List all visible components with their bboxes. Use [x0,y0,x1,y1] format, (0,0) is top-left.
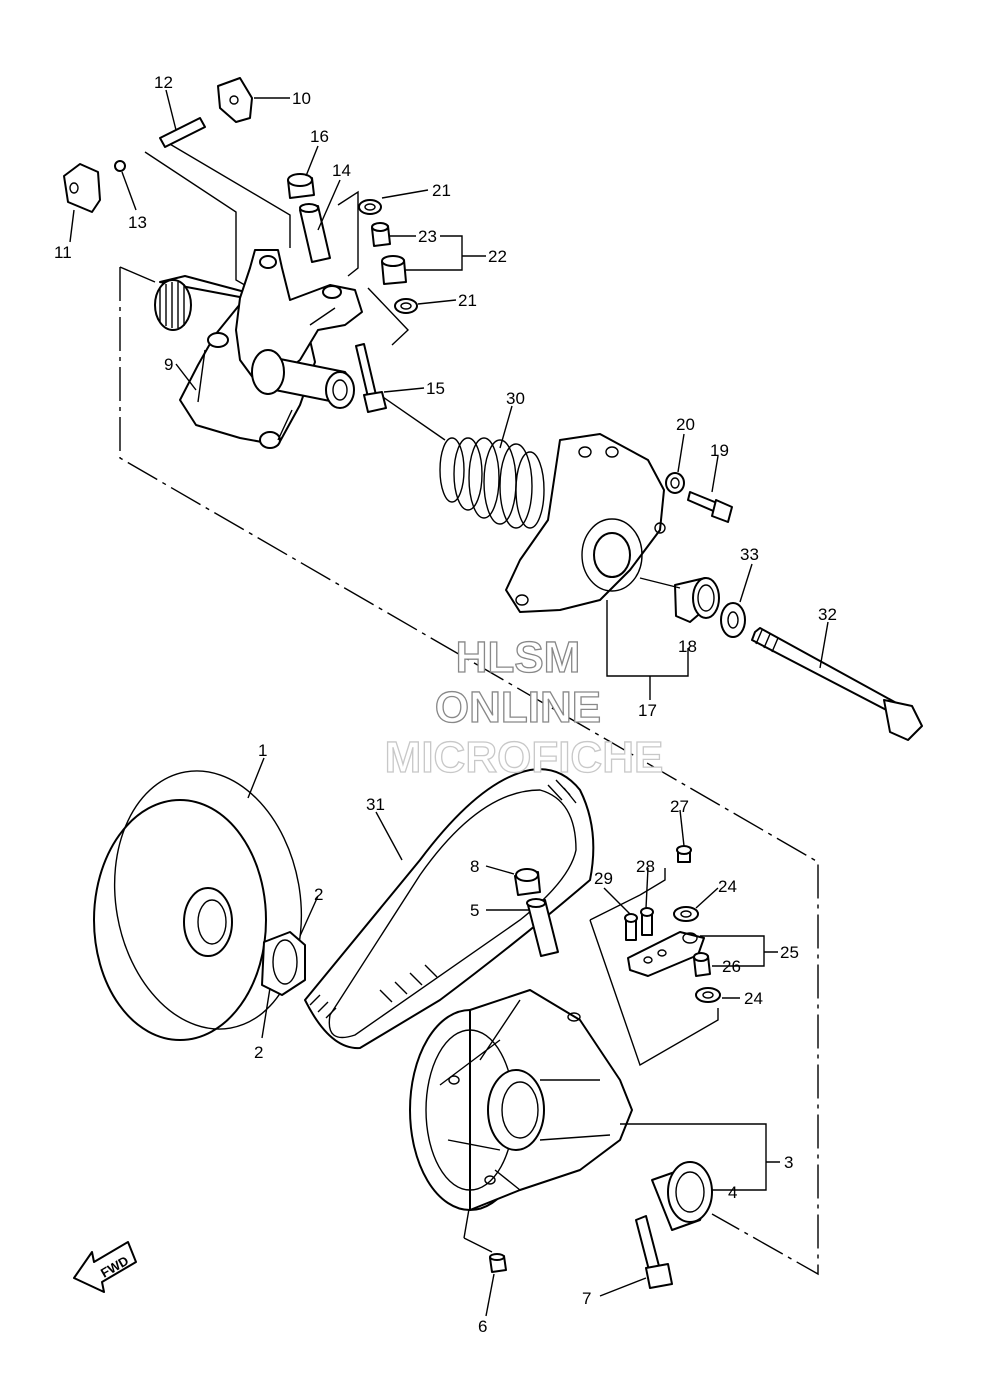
clip-2 [261,931,306,996]
watermark-line3: MICROFICHE [385,733,664,782]
washer-24-bottom [695,987,721,1003]
callout-28: 28 [636,857,655,876]
callout-15: 15 [426,379,445,398]
weight-11 [63,163,101,213]
callout-10: 10 [292,89,311,108]
pin-12 [159,117,206,148]
callout-9: 9 [164,355,173,374]
sliding-sheave-1 [93,770,303,1041]
callout-13: 13 [128,213,147,232]
callout-1: 1 [258,741,267,760]
washer-24-top [673,906,699,922]
callout-24-top: 24 [718,877,737,896]
callout-19: 19 [710,441,729,460]
callout-24-bottom: 24 [744,989,763,1008]
bolt-15 [355,343,387,413]
bushing-22 [381,255,407,285]
callout-16: 16 [310,127,329,146]
callout-21-bottom: 21 [458,291,477,310]
nut-16 [287,173,315,199]
bolt-7 [635,1215,673,1289]
callout-32: 32 [818,605,837,624]
callout-33: 33 [740,545,759,564]
callout-11: 11 [54,243,72,262]
watermark-line1: HLSM [456,633,581,682]
spring-30 [439,437,545,529]
movable-sheave-3 [409,989,633,1211]
weight-10 [217,77,253,123]
bushing-18 [674,577,720,623]
callout-27: 27 [670,797,689,816]
callout-2-bottom: 2 [254,1043,263,1062]
callout-17: 17 [638,701,657,720]
ramp-shoe-25 [627,931,705,977]
bolt-32 [751,627,923,741]
bolt-27 [676,845,692,863]
callout-7: 7 [582,1289,591,1308]
washer-20 [665,472,685,494]
callout-6: 6 [478,1317,487,1336]
bushing-21-top [358,199,382,215]
callout-8: 8 [470,857,479,876]
callout-18: 18 [678,637,697,656]
spring-cover-17 [505,433,666,613]
callout-20: 20 [676,415,695,434]
bushing-4 [651,1161,713,1231]
screw-28 [640,907,654,936]
watermark-line2: ONLINE [435,683,601,732]
callout-14: 14 [332,161,351,180]
callout-29: 29 [594,869,613,888]
screw-29 [624,913,638,941]
leader-lines [69,89,829,1317]
callout-31: 31 [366,795,385,814]
fixed-sheave-hub [154,249,363,449]
callout-2-top: 2 [314,885,323,904]
callout-22: 22 [488,247,507,266]
callout-5: 5 [470,901,479,920]
cap-6 [489,1253,507,1273]
callout-25: 25 [780,943,799,962]
washer-33 [720,602,746,638]
washer-13 [114,160,126,172]
callout-12: 12 [154,73,173,92]
callout-23: 23 [418,227,437,246]
drive-belt-31 [304,768,595,1050]
callout-26: 26 [722,957,741,976]
collar-5 [526,898,559,957]
bolt-19 [687,491,733,523]
watermark: HLSM ONLINE MICROFICHE [384,632,664,782]
callout-21-top: 21 [432,181,451,200]
bushing-21-bottom [394,298,418,314]
collar-14 [299,203,331,263]
callout-30: 30 [506,389,525,408]
bushing-23 [371,222,391,247]
callout-3: 3 [784,1153,793,1172]
fwd-arrow-icon: FWD [73,1241,137,1293]
nut-8 [514,868,541,896]
callout-4: 4 [728,1183,737,1202]
callout-labels: 12 10 16 14 21 13 23 11 22 21 9 15 30 20… [54,73,837,1336]
collar-26 [693,952,711,977]
